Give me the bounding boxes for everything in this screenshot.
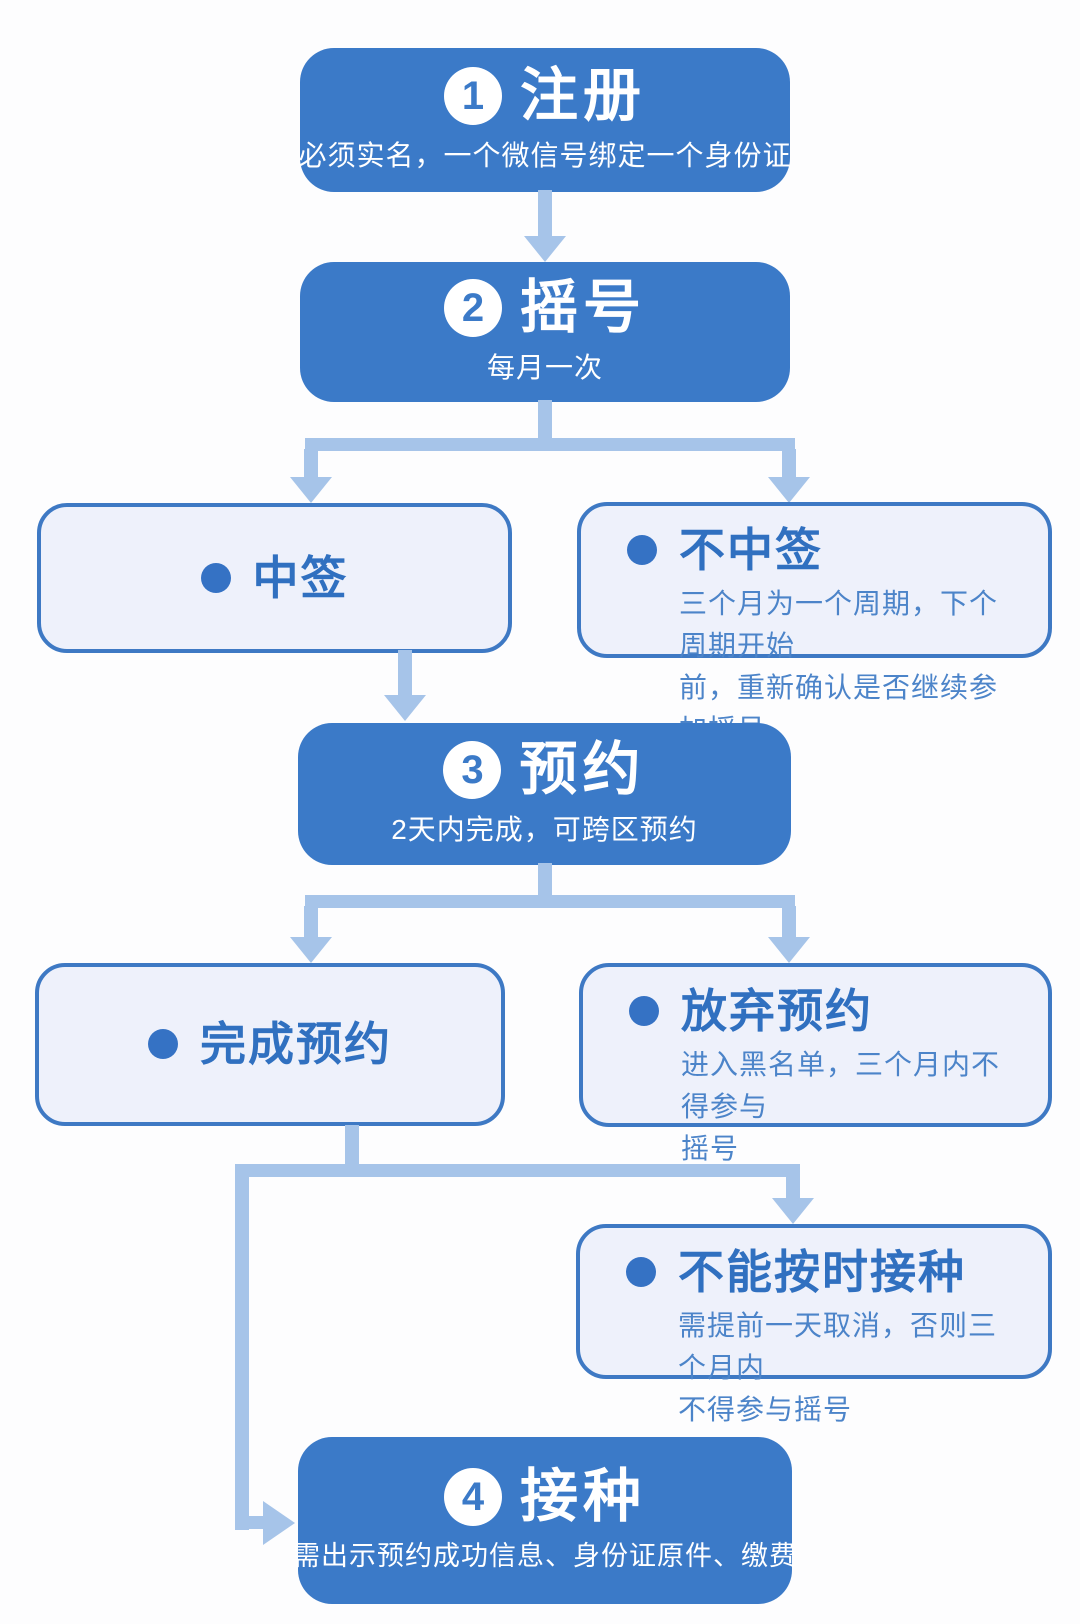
outcome-box-complete: 完成预约 bbox=[35, 963, 505, 1126]
step-box-vaccinate: 4 接种 需出示预约成功信息、身份证原件、缴费 bbox=[293, 1437, 796, 1604]
arrowhead-right-icon bbox=[263, 1501, 295, 1545]
step-vaccinate-title-text: 接种 bbox=[519, 1464, 646, 1530]
outcome-win-title: 中签 bbox=[200, 551, 349, 605]
connector-lottery-split-stub bbox=[538, 400, 552, 438]
step-lottery-subtitle: 每月一次 bbox=[486, 352, 603, 384]
outcome-miss-title-text: 不能按时接种 bbox=[678, 1246, 966, 1298]
connector-win-to-reserve-shaft bbox=[398, 650, 412, 697]
bullet-icon bbox=[627, 535, 657, 566]
step-box-register: 1 注册 必须实名，一个微信号绑定一个身份证 bbox=[298, 48, 792, 192]
bullet-icon bbox=[148, 1029, 178, 1060]
connector-register-to-lottery-shaft bbox=[538, 190, 552, 240]
connector-to-vaccinate-drop bbox=[235, 1175, 249, 1530]
step-register-title-text: 注册 bbox=[519, 63, 646, 129]
outcome-abandon-detail-line2: 摇号 bbox=[681, 1132, 740, 1164]
connector-to-vaccinate-run bbox=[235, 1516, 265, 1529]
step-number-4-badge: 4 bbox=[443, 1468, 502, 1527]
bullet-icon bbox=[626, 1257, 656, 1288]
outcome-lose-title-text: 不中签 bbox=[679, 524, 823, 576]
step-reserve-title-text: 预约 bbox=[519, 737, 646, 803]
connector-reserve-split-stub bbox=[538, 863, 552, 895]
outcome-abandon-title-text: 放弃预约 bbox=[681, 985, 873, 1037]
step-number-2-badge: 2 bbox=[443, 279, 502, 338]
outcome-lose-detail: 三个月为一个周期，下个周期开始 前，重新确认是否继续参加摇号 bbox=[627, 583, 1020, 751]
outcome-complete-title: 完成预约 bbox=[148, 1018, 392, 1071]
step-reserve-title: 3 预约 bbox=[443, 737, 646, 803]
outcome-abandon-detail-line1: 进入黑名单，三个月内不得参与 bbox=[681, 1048, 1001, 1122]
arrowhead-down-icon bbox=[384, 695, 426, 721]
step-box-lottery: 2 摇号 每月一次 bbox=[300, 262, 790, 402]
connector-to-complete-drop bbox=[304, 906, 318, 937]
arrowhead-down-icon bbox=[524, 236, 566, 262]
step-register-subtitle: 必须实名，一个微信号绑定一个身份证 bbox=[298, 140, 792, 172]
bullet-icon bbox=[629, 996, 659, 1027]
arrowhead-down-icon bbox=[768, 477, 810, 503]
connector-to-miss-drop bbox=[786, 1175, 800, 1200]
step-reserve-subtitle: 2天内完成，可跨区预约 bbox=[391, 814, 698, 846]
outcome-abandon-detail: 进入黑名单，三个月内不得参与 摇号 bbox=[629, 1044, 1020, 1170]
step-register-title: 1 注册 bbox=[443, 63, 646, 129]
step-number-1-badge: 1 bbox=[443, 67, 502, 126]
arrowhead-down-icon bbox=[772, 1198, 814, 1224]
connector-lottery-split-bar bbox=[305, 438, 795, 451]
arrowhead-down-icon bbox=[290, 477, 332, 503]
connector-to-win-drop bbox=[304, 449, 318, 479]
connector-complete-split-stub bbox=[345, 1125, 359, 1164]
outcome-win-title-text: 中签 bbox=[252, 551, 349, 604]
step-lottery-title: 2 摇号 bbox=[443, 275, 646, 341]
outcome-complete-title-text: 完成预约 bbox=[200, 1018, 392, 1071]
connector-to-lose-drop bbox=[782, 449, 796, 479]
outcome-abandon-title: 放弃预约 bbox=[629, 985, 1020, 1038]
arrowhead-down-icon bbox=[290, 937, 332, 963]
outcome-miss-detail-line2: 不得参与摇号 bbox=[678, 1393, 853, 1425]
outcome-box-lose: 不中签 三个月为一个周期，下个周期开始 前，重新确认是否继续参加摇号 bbox=[577, 502, 1052, 745]
outcome-box-win: 中签 bbox=[37, 503, 512, 653]
step-number-3-badge: 3 bbox=[443, 741, 502, 800]
arrowhead-down-icon bbox=[768, 937, 810, 963]
outcome-box-abandon: 放弃预约 进入黑名单，三个月内不得参与 摇号 bbox=[579, 963, 1052, 1164]
outcome-lose-title: 不中签 bbox=[627, 524, 1020, 577]
connector-reserve-split-bar bbox=[305, 895, 795, 908]
bullet-icon bbox=[200, 562, 231, 593]
step-vaccinate-title: 4 接种 bbox=[443, 1464, 646, 1530]
outcome-lose-detail-line1: 三个月为一个周期，下个周期开始 bbox=[679, 587, 999, 661]
step-vaccinate-subtitle: 需出示预约成功信息、身份证原件、缴费 bbox=[293, 1541, 797, 1572]
outcome-box-miss: 不能按时接种 需提前一天取消，否则三个月内 不得参与摇号 bbox=[576, 1224, 1052, 1425]
connector-complete-split-bar bbox=[235, 1164, 800, 1177]
connector-to-abandon-drop bbox=[782, 906, 796, 937]
outcome-miss-detail-line1: 需提前一天取消，否则三个月内 bbox=[678, 1309, 998, 1383]
step-box-reserve: 3 预约 2天内完成，可跨区预约 bbox=[298, 723, 791, 865]
outcome-miss-title: 不能按时接种 bbox=[626, 1246, 1020, 1299]
step-lottery-title-text: 摇号 bbox=[519, 275, 646, 341]
outcome-miss-detail: 需提前一天取消，否则三个月内 不得参与摇号 bbox=[626, 1305, 1020, 1431]
